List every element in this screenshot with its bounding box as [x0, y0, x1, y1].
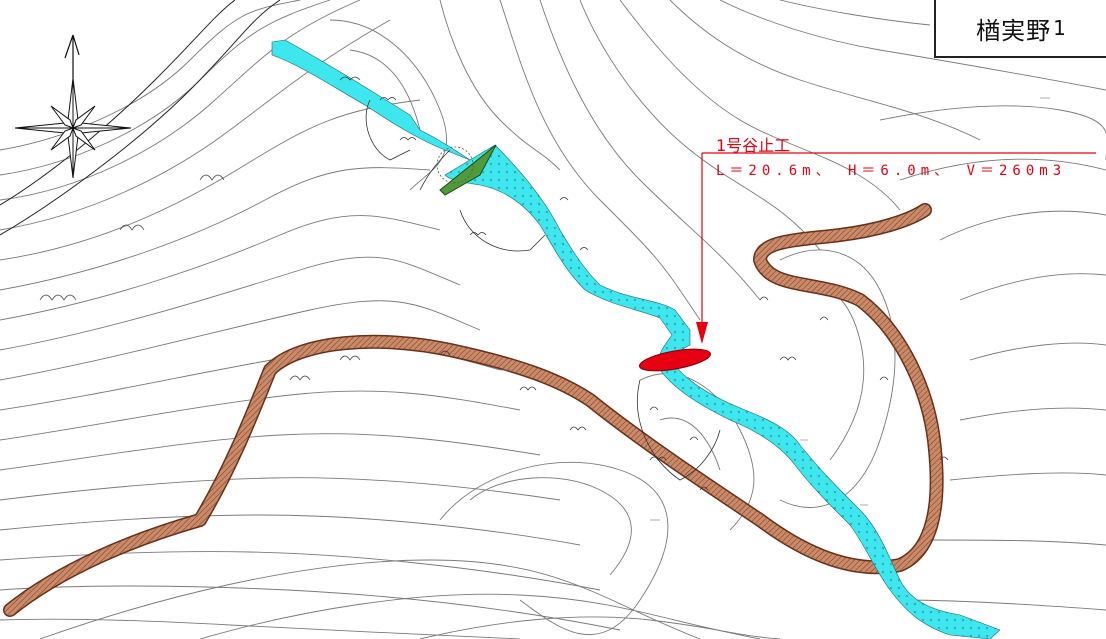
existing-check-dam	[439, 144, 497, 196]
check-dam-spec: L＝20.6m、 H＝6.0m、 V＝260m3	[716, 163, 1067, 179]
planned-check-dam	[639, 348, 711, 372]
forest-road	[3, 203, 944, 617]
debris-areas	[365, 99, 721, 481]
map-title: 楢実野	[976, 16, 1052, 45]
river-band	[0, 0, 281, 236]
map-title-number: 1	[1053, 16, 1066, 40]
map-tick-marks	[500, 97, 1050, 521]
check-dam-label: 1号谷止工	[716, 136, 791, 155]
compass-rose-icon	[14, 77, 132, 179]
callout-leader	[701, 152, 1096, 325]
cliff-hachures	[39, 76, 949, 491]
north-arrow-icon	[64, 34, 80, 78]
stream	[271, 39, 1001, 639]
callout-arrowhead	[696, 322, 708, 344]
map-title-box: 楢実野 1	[934, 0, 1106, 58]
gravel-deposit	[436, 146, 474, 184]
